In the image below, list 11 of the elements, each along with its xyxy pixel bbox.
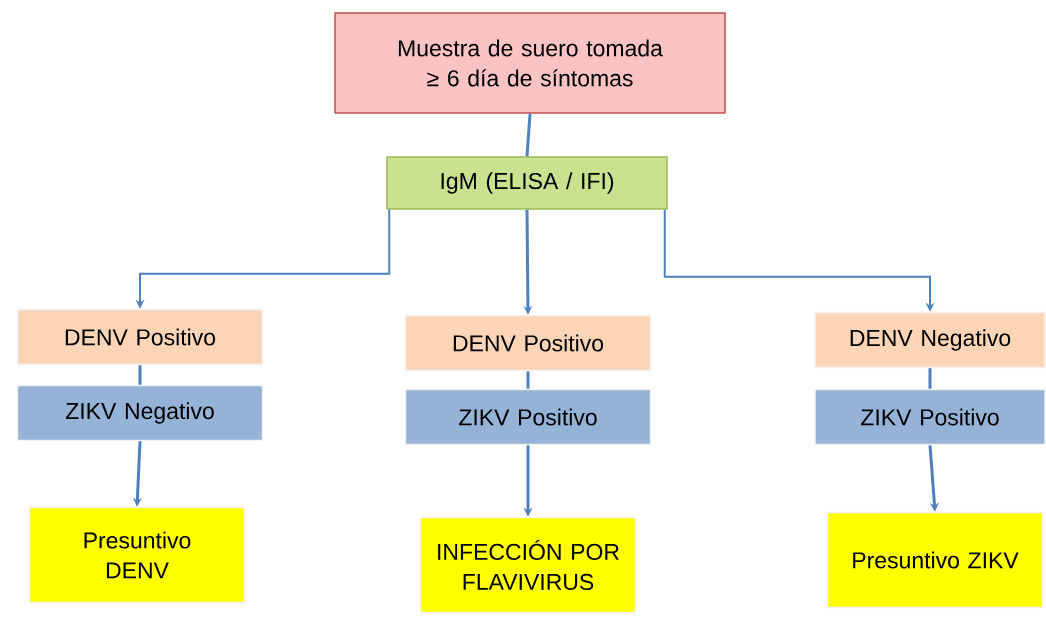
- result-box: ZIKV Positivo: [404, 388, 652, 446]
- result-box: DENV Positivo: [404, 314, 652, 372]
- conclusion-box: INFECCIÓN POR FLAVIVIRUS: [419, 516, 637, 614]
- test-box: IgM (ELISA / IFI): [386, 156, 668, 210]
- result-box: ZIKV Positivo: [814, 388, 1046, 446]
- result-box: DENV Negativo: [814, 311, 1046, 369]
- sample-box: Muestra de suero tomada ≥ 6 día de síntomas: [334, 12, 726, 114]
- conclusion-box: Presuntivo DENV: [28, 506, 246, 604]
- conclusion-box: Presuntivo ZIKV: [826, 511, 1044, 609]
- result-box: DENV Positivo: [16, 308, 264, 366]
- result-box: ZIKV Negativo: [16, 384, 264, 442]
